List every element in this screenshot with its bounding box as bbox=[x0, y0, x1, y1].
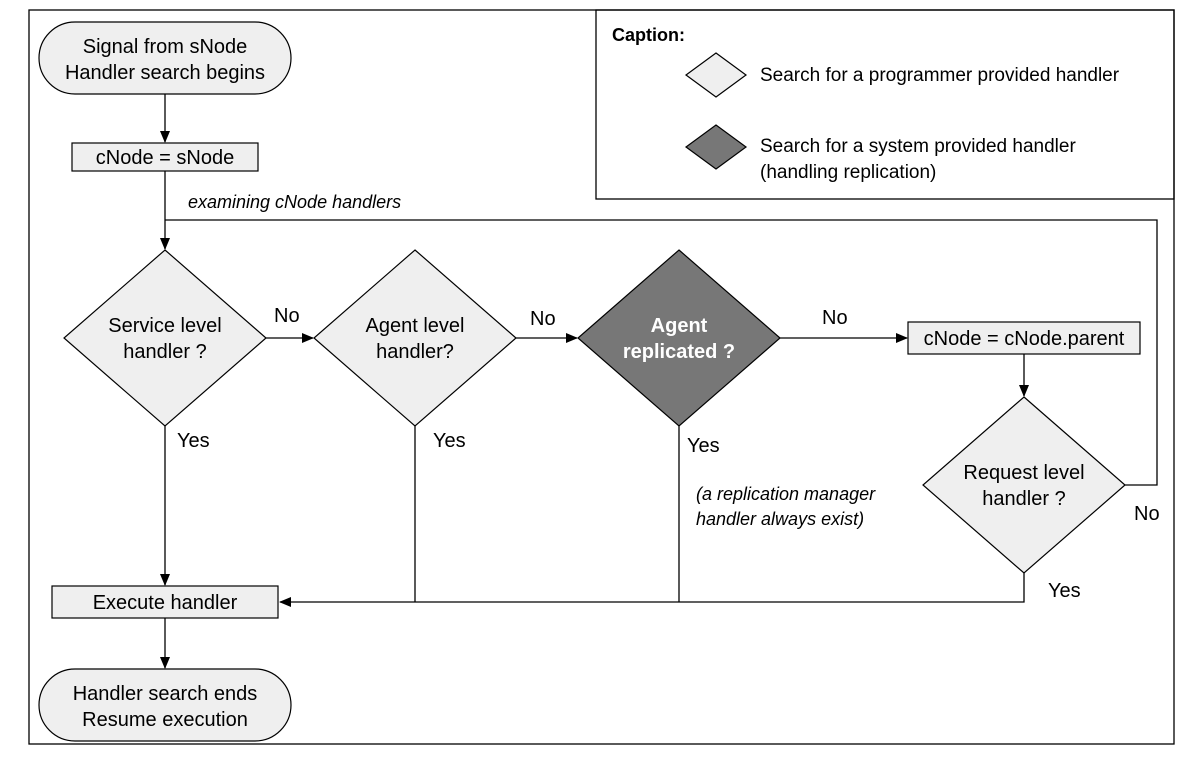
init-box bbox=[71, 142, 259, 172]
label-yes-service: Yes bbox=[177, 430, 210, 452]
decision-request-line-2: handler ? bbox=[982, 488, 1065, 510]
decision-replicated-line-2: replicated ? bbox=[623, 341, 735, 363]
decision-request-level bbox=[922, 396, 1126, 574]
legend-system-label-2: (handling replication) bbox=[760, 162, 936, 183]
label-no-service: No bbox=[274, 305, 300, 327]
execute-box bbox=[51, 585, 279, 619]
legend-programmer-label: Search for a programmer provided handler bbox=[760, 65, 1120, 86]
decision-agent-line-1: Agent level bbox=[366, 315, 465, 337]
replication-note-line-2: handler always exist) bbox=[696, 509, 864, 529]
label-no-replicated: No bbox=[822, 307, 848, 329]
decision-replicated-line-1: Agent bbox=[651, 315, 708, 337]
replication-note-line-1: (a replication manager bbox=[696, 484, 876, 504]
decision-request-line-1: Request level bbox=[963, 462, 1084, 484]
label-no-agent: No bbox=[530, 308, 556, 330]
start-line-1: Signal from sNode bbox=[83, 36, 248, 58]
legend: Caption: Search for a programmer provide… bbox=[595, 9, 1175, 200]
start-line-2: Handler search begins bbox=[65, 62, 265, 84]
edge-loop-back bbox=[165, 219, 1158, 486]
legend-programmer-diamond bbox=[684, 52, 748, 98]
edge-request-yes bbox=[279, 573, 1025, 607]
legend-box bbox=[595, 9, 1175, 200]
parent-box-label: cNode = cNode.parent bbox=[924, 328, 1125, 350]
execute-box-label: Execute handler bbox=[93, 592, 238, 614]
label-yes-replicated: Yes bbox=[687, 435, 720, 457]
init-box-label: cNode = sNode bbox=[96, 147, 234, 169]
legend-system-label-1: Search for a system provided handler bbox=[760, 136, 1076, 157]
decision-service-line-1: Service level bbox=[108, 315, 221, 337]
decision-agent-line-2: handler? bbox=[376, 341, 454, 363]
decision-service-level bbox=[63, 249, 267, 427]
loop-note: examining cNode handlers bbox=[188, 192, 401, 212]
legend-title: Caption: bbox=[612, 25, 685, 45]
decision-agent-replicated bbox=[577, 249, 781, 427]
label-no-request: No bbox=[1134, 503, 1160, 525]
end-line-1: Handler search ends bbox=[73, 683, 258, 705]
end-terminator bbox=[38, 668, 292, 742]
decision-service-line-2: handler ? bbox=[123, 341, 206, 363]
legend-system-diamond bbox=[684, 124, 748, 170]
decision-agent-level bbox=[313, 249, 517, 427]
label-yes-request: Yes bbox=[1048, 580, 1081, 602]
end-line-2: Resume execution bbox=[82, 709, 248, 731]
label-yes-agent: Yes bbox=[433, 430, 466, 452]
